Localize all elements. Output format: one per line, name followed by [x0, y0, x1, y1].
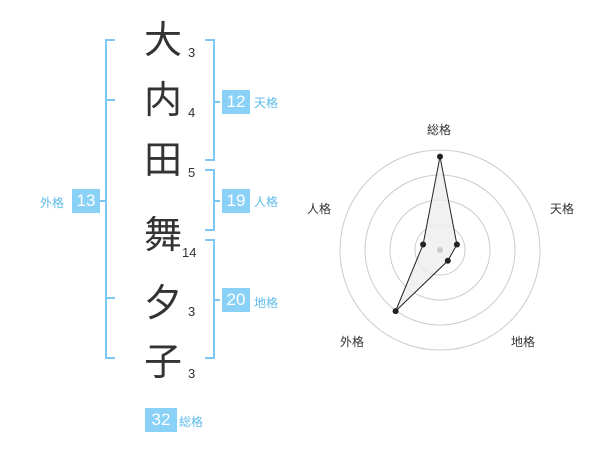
jinkaku-value: 19 [222, 189, 250, 213]
radar-point-2 [444, 257, 451, 264]
chikaku-value: 20 [222, 288, 250, 312]
gaikaku-bracket [98, 39, 115, 359]
radar-point-3 [392, 308, 399, 315]
name-char-6: 子 [143, 340, 182, 384]
radar-point-0 [437, 153, 443, 160]
radar-point-4 [420, 241, 427, 248]
jinkaku-label: 人格 [254, 195, 279, 209]
stroke-count-3: 5 [188, 165, 196, 180]
stroke-count-5: 3 [188, 304, 196, 319]
tenkaku-label: 天格 [254, 96, 279, 110]
stroke-count-2: 4 [188, 105, 196, 120]
soukaku-label: 総格 [179, 415, 204, 429]
radar-grid-ring [339, 149, 541, 351]
stroke-count-4: 14 [182, 245, 197, 260]
radar-axis-label-soukaku: 総格 [427, 123, 452, 137]
gaikaku-value: 13 [72, 189, 100, 213]
soukaku-value: 32 [145, 408, 177, 432]
chikaku-bracket [205, 239, 220, 359]
radar-center-point [437, 247, 443, 253]
name-char-2: 内 [143, 78, 182, 122]
radar-chart [339, 149, 541, 351]
gaikaku-label: 外格 [40, 196, 65, 210]
radar-point-1 [453, 241, 460, 248]
radar-axis-label-chikaku: 地格 [511, 335, 536, 349]
stroke-count-1: 3 [188, 45, 196, 60]
stroke-count-6: 3 [188, 366, 196, 381]
radar-axis-label-gaikaku: 外格 [340, 335, 365, 349]
name-char-4: 舞 [143, 213, 182, 257]
tenkaku-value: 12 [222, 90, 250, 114]
radar-axis-label-jinkaku: 人格 [307, 202, 332, 216]
tenkaku-bracket [205, 39, 220, 161]
name-char-5: 夕 [143, 281, 182, 325]
chikaku-label: 地格 [254, 296, 279, 310]
jinkaku-bracket [205, 169, 220, 231]
radar-series-polygon [395, 156, 458, 312]
name-char-1: 大 [143, 18, 182, 62]
radar-axis-label-tenkaku: 天格 [550, 202, 575, 216]
name-char-3: 田 [143, 138, 182, 182]
